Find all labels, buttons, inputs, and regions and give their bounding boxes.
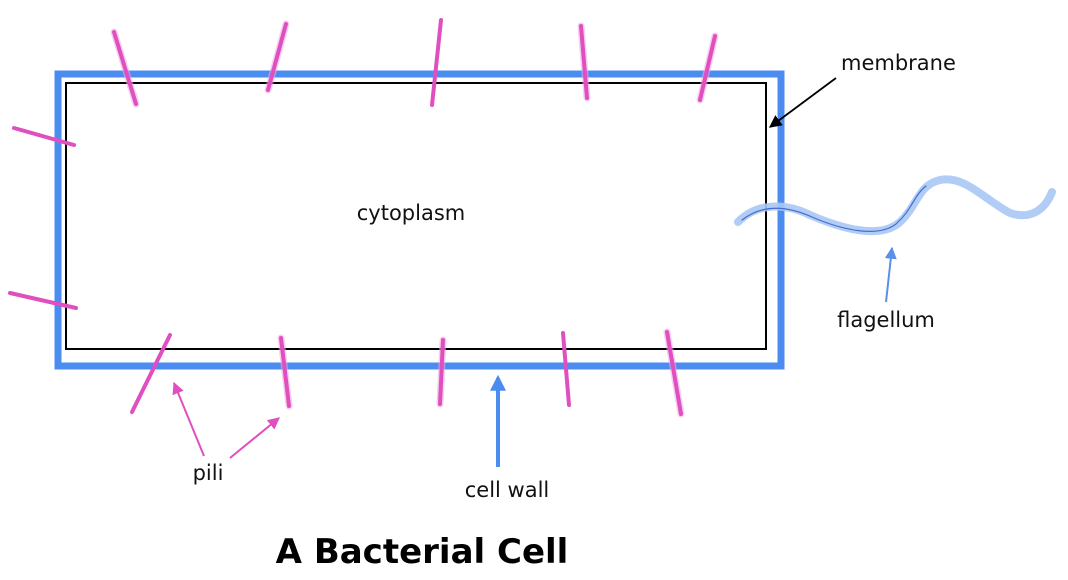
pilus [579,24,589,100]
pilus [112,30,138,106]
pilus [266,22,288,92]
flagellum [734,175,1056,236]
pili-bottom [130,328,685,418]
label-pili: pili [193,461,224,485]
pilus [698,34,717,102]
pilus [665,330,683,416]
membrane-arrow [768,77,837,128]
pilus [130,333,172,414]
label-cytoplasm: cytoplasm [357,201,466,225]
pilus [430,18,443,107]
pili-arrow-left [172,381,205,457]
pilus [8,291,78,310]
pilus [561,331,571,407]
pilus [12,126,76,147]
pili-left [8,126,78,310]
flagellum-arrow [884,246,897,303]
label-cell-wall: cell wall [465,478,550,502]
cell-wall [54,70,785,370]
pilus [438,338,445,406]
label-membrane: membrane [841,51,956,75]
label-flagellum: flagellum [837,308,935,332]
pili-arrow-right [229,417,280,459]
pilus [279,336,291,408]
pili-top [110,18,719,108]
cell-membrane [65,82,767,350]
diagram-title: A Bacterial Cell [276,532,569,572]
